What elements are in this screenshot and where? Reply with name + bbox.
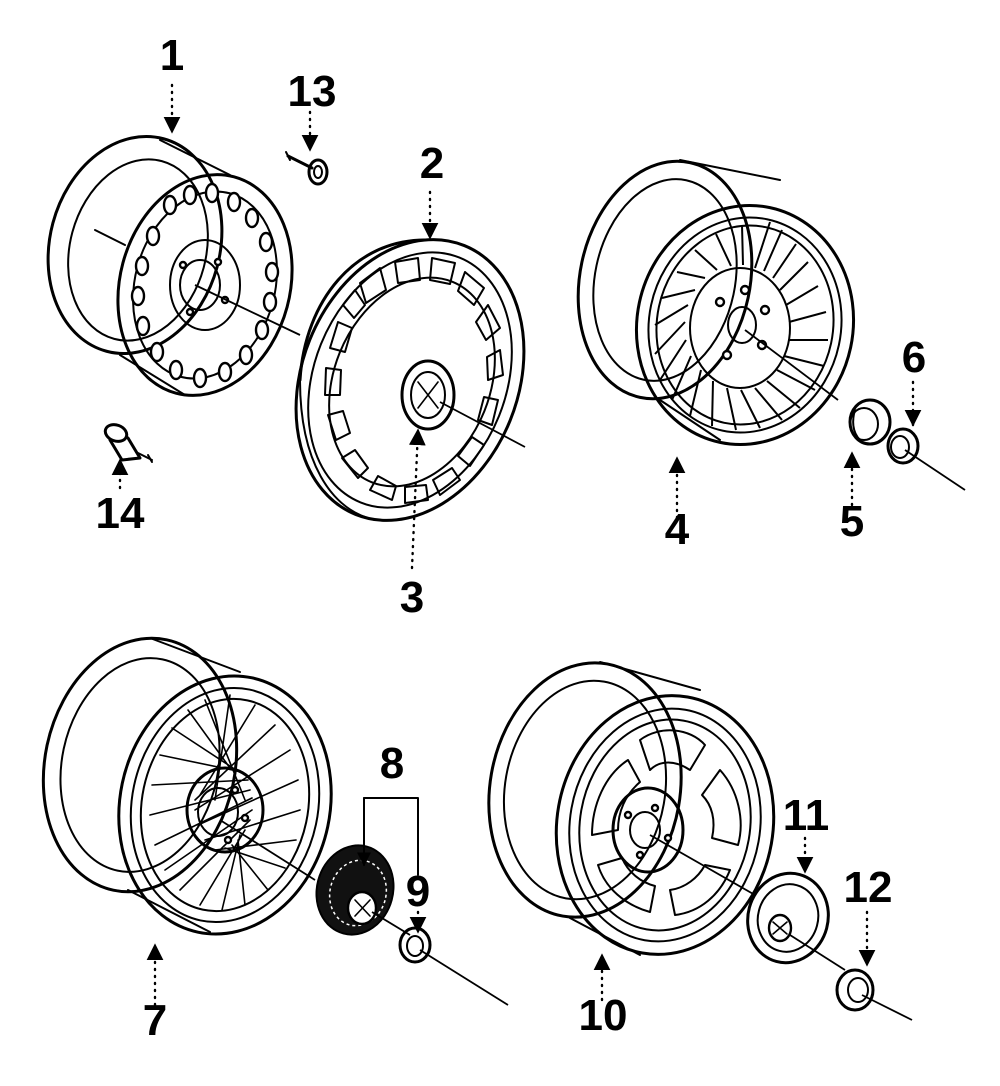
callout-13: 13 — [288, 67, 337, 116]
emblem-part-12 — [835, 968, 913, 1021]
callout-labels: 1 2 3 4 5 6 7 8 9 10 11 12 13 14 — [96, 31, 927, 1045]
center-cap-part-8 — [315, 844, 411, 936]
callout-arrows — [111, 83, 922, 1007]
callout-3: 3 — [400, 573, 424, 622]
slot-wheel-windows — [591, 729, 742, 916]
callout-6: 6 — [902, 333, 926, 382]
wheel-cover-part-2 — [294, 238, 526, 522]
alloy-wheel-spokes — [654, 221, 828, 431]
center-cap-part-5 — [848, 398, 892, 446]
center-cap-part-11 — [746, 871, 846, 971]
valve-part-14 — [103, 423, 153, 463]
alloy-wheel-part-4 — [576, 159, 856, 447]
callout-4: 4 — [665, 505, 690, 554]
callout-8: 8 — [380, 739, 404, 788]
wheel-cover-windows — [324, 257, 504, 504]
wire-wheel-part-7 — [41, 636, 333, 936]
emblem-part-6 — [886, 427, 966, 491]
steel-wheel-part-1 — [46, 134, 301, 397]
slot-wheel-part-10 — [487, 661, 776, 956]
callout-11: 11 — [783, 791, 830, 840]
callout-1: 1 — [160, 31, 184, 80]
callout-7: 7 — [143, 996, 167, 1045]
callout-2: 2 — [420, 139, 444, 188]
callout-12: 12 — [844, 863, 893, 912]
callout-14: 14 — [96, 489, 145, 538]
callout-9: 9 — [406, 867, 430, 916]
callout-10: 10 — [579, 991, 628, 1040]
emblem-part-9 — [398, 926, 509, 1006]
valve-stem-part-13 — [285, 151, 329, 186]
steel-wheel-vent-holes — [130, 182, 280, 389]
callout-5: 5 — [840, 497, 864, 546]
